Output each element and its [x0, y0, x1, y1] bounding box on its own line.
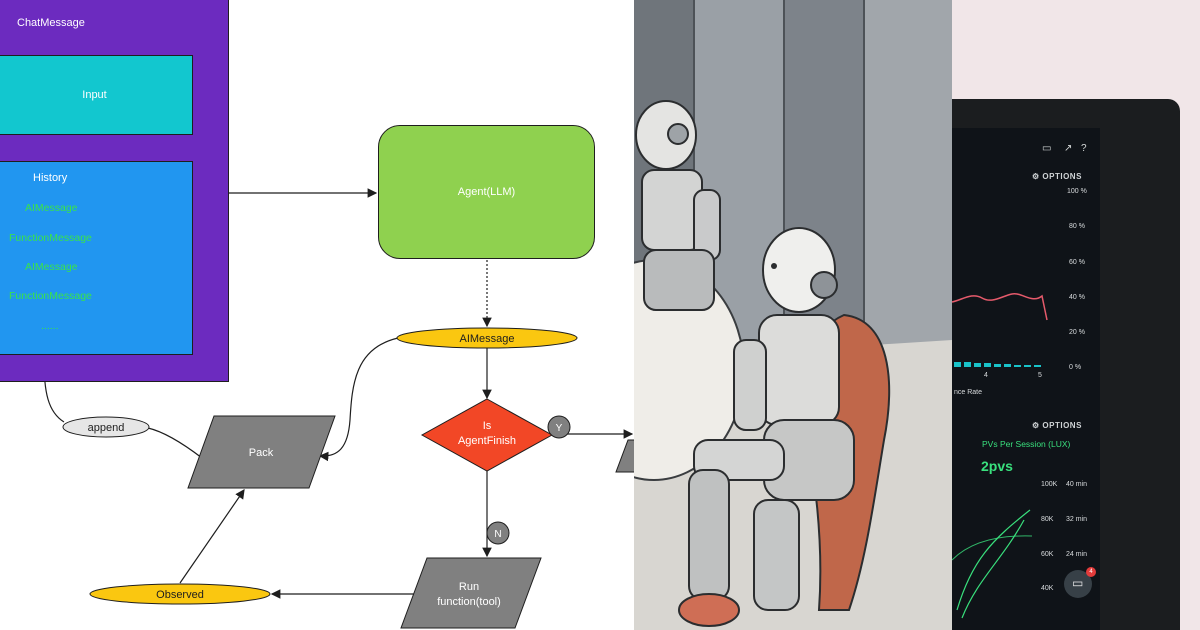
pack-label: Pack	[249, 447, 274, 459]
robots-illustration-art	[634, 0, 952, 630]
history-title: History	[33, 172, 68, 184]
agent-flow-diagram: AIMessage Is AgentFinish Y N Pack append…	[0, 0, 634, 630]
decision-line1: Is	[483, 420, 492, 432]
run-line1: Run	[459, 581, 479, 593]
history-node: History AIMessage FunctionMessage AIMess…	[0, 161, 193, 355]
right-tick: 40 min	[1066, 481, 1088, 488]
no-connector	[486, 521, 510, 545]
options-label-1: OPTIONS	[1042, 172, 1082, 181]
tablet-screen	[952, 128, 1100, 630]
robot-background	[635, 100, 721, 311]
options-button-1[interactable]: ⚙ OPTIONS	[1032, 172, 1082, 181]
chat-notification-badge: 4	[1086, 567, 1096, 577]
bounce-rate-chart	[952, 293, 1048, 367]
chat-bubble-icon: ▭	[1072, 576, 1084, 590]
y-tick: 40 %	[1069, 294, 1085, 301]
pvs-line-3	[952, 535, 1033, 561]
agentfinish-decision	[420, 398, 554, 472]
input-node: Input	[0, 55, 193, 135]
pvs-line-1	[956, 509, 1031, 611]
pvs-line-2	[961, 519, 1025, 619]
robots-illustration	[634, 0, 952, 630]
agent-llm-node: Agent(LLM)	[378, 125, 595, 259]
history-item: FunctionMessage	[9, 290, 92, 302]
observed-ellipse	[89, 583, 271, 605]
right-tick: 24 min	[1066, 551, 1088, 558]
input-label: Input	[82, 89, 107, 101]
observed-label: Observed	[156, 589, 204, 601]
history-item: AIMessage	[25, 202, 78, 214]
help-icon[interactable]: ?	[1081, 143, 1087, 154]
robot-foreground	[678, 227, 855, 627]
x-tick: 4	[984, 372, 988, 379]
decision-line2: AgentFinish	[458, 435, 516, 447]
yes-connector	[547, 415, 571, 439]
run-line2: function(tool)	[437, 596, 501, 608]
axis-label-fragment: nce Rate	[954, 389, 983, 396]
append-label: append	[88, 422, 125, 434]
aimessage-ellipse	[396, 327, 578, 349]
x-tick: 5	[1038, 372, 1042, 379]
no-label: N	[494, 529, 501, 540]
metric-value: 2pvs	[981, 458, 1013, 474]
y-tick: 60 %	[1069, 259, 1085, 266]
y-tick: 80 %	[1069, 223, 1085, 230]
share-icon[interactable]: ↗	[1064, 143, 1073, 154]
history-item: AIMessage	[25, 261, 78, 273]
y-tick: 0 %	[1069, 364, 1082, 371]
left-tick: 100K	[1041, 481, 1058, 488]
append-ellipse	[62, 416, 150, 438]
y-tick: 20 %	[1069, 329, 1085, 336]
yes-label: Y	[556, 423, 563, 434]
y-tick: 100 %	[1067, 188, 1087, 195]
monitor-icon[interactable]: ▭	[1042, 143, 1052, 154]
options-label-2: OPTIONS	[1042, 421, 1082, 430]
chat-message-title: ChatMessage	[17, 17, 85, 29]
history-item: FunctionMessage	[9, 232, 92, 244]
bounce-rate-bars	[954, 362, 1041, 367]
diagram-wires: AIMessage Is AgentFinish Y N Pack append…	[0, 188, 634, 629]
edge-aimessage-to-pack	[318, 337, 399, 462]
options-button-2[interactable]: ⚙ OPTIONS	[1032, 421, 1082, 430]
aimessage-label: AIMessage	[459, 333, 514, 345]
finish-node-partial	[615, 439, 634, 473]
left-tick: 60K	[1041, 551, 1054, 558]
pack-node	[187, 415, 336, 489]
left-tick: 80K	[1041, 516, 1054, 523]
left-tick: 40K	[1041, 585, 1054, 592]
history-item: ......	[41, 320, 59, 332]
right-tick: 32 min	[1066, 516, 1088, 523]
agent-label: Agent(LLM)	[457, 186, 516, 198]
run-function-node	[400, 557, 542, 629]
edge-observed-to-pack	[179, 489, 245, 584]
metric-title: PVs Per Session (LUX)	[982, 439, 1071, 449]
pvs-chart	[952, 509, 1033, 619]
bounce-rate-line	[952, 293, 1048, 321]
